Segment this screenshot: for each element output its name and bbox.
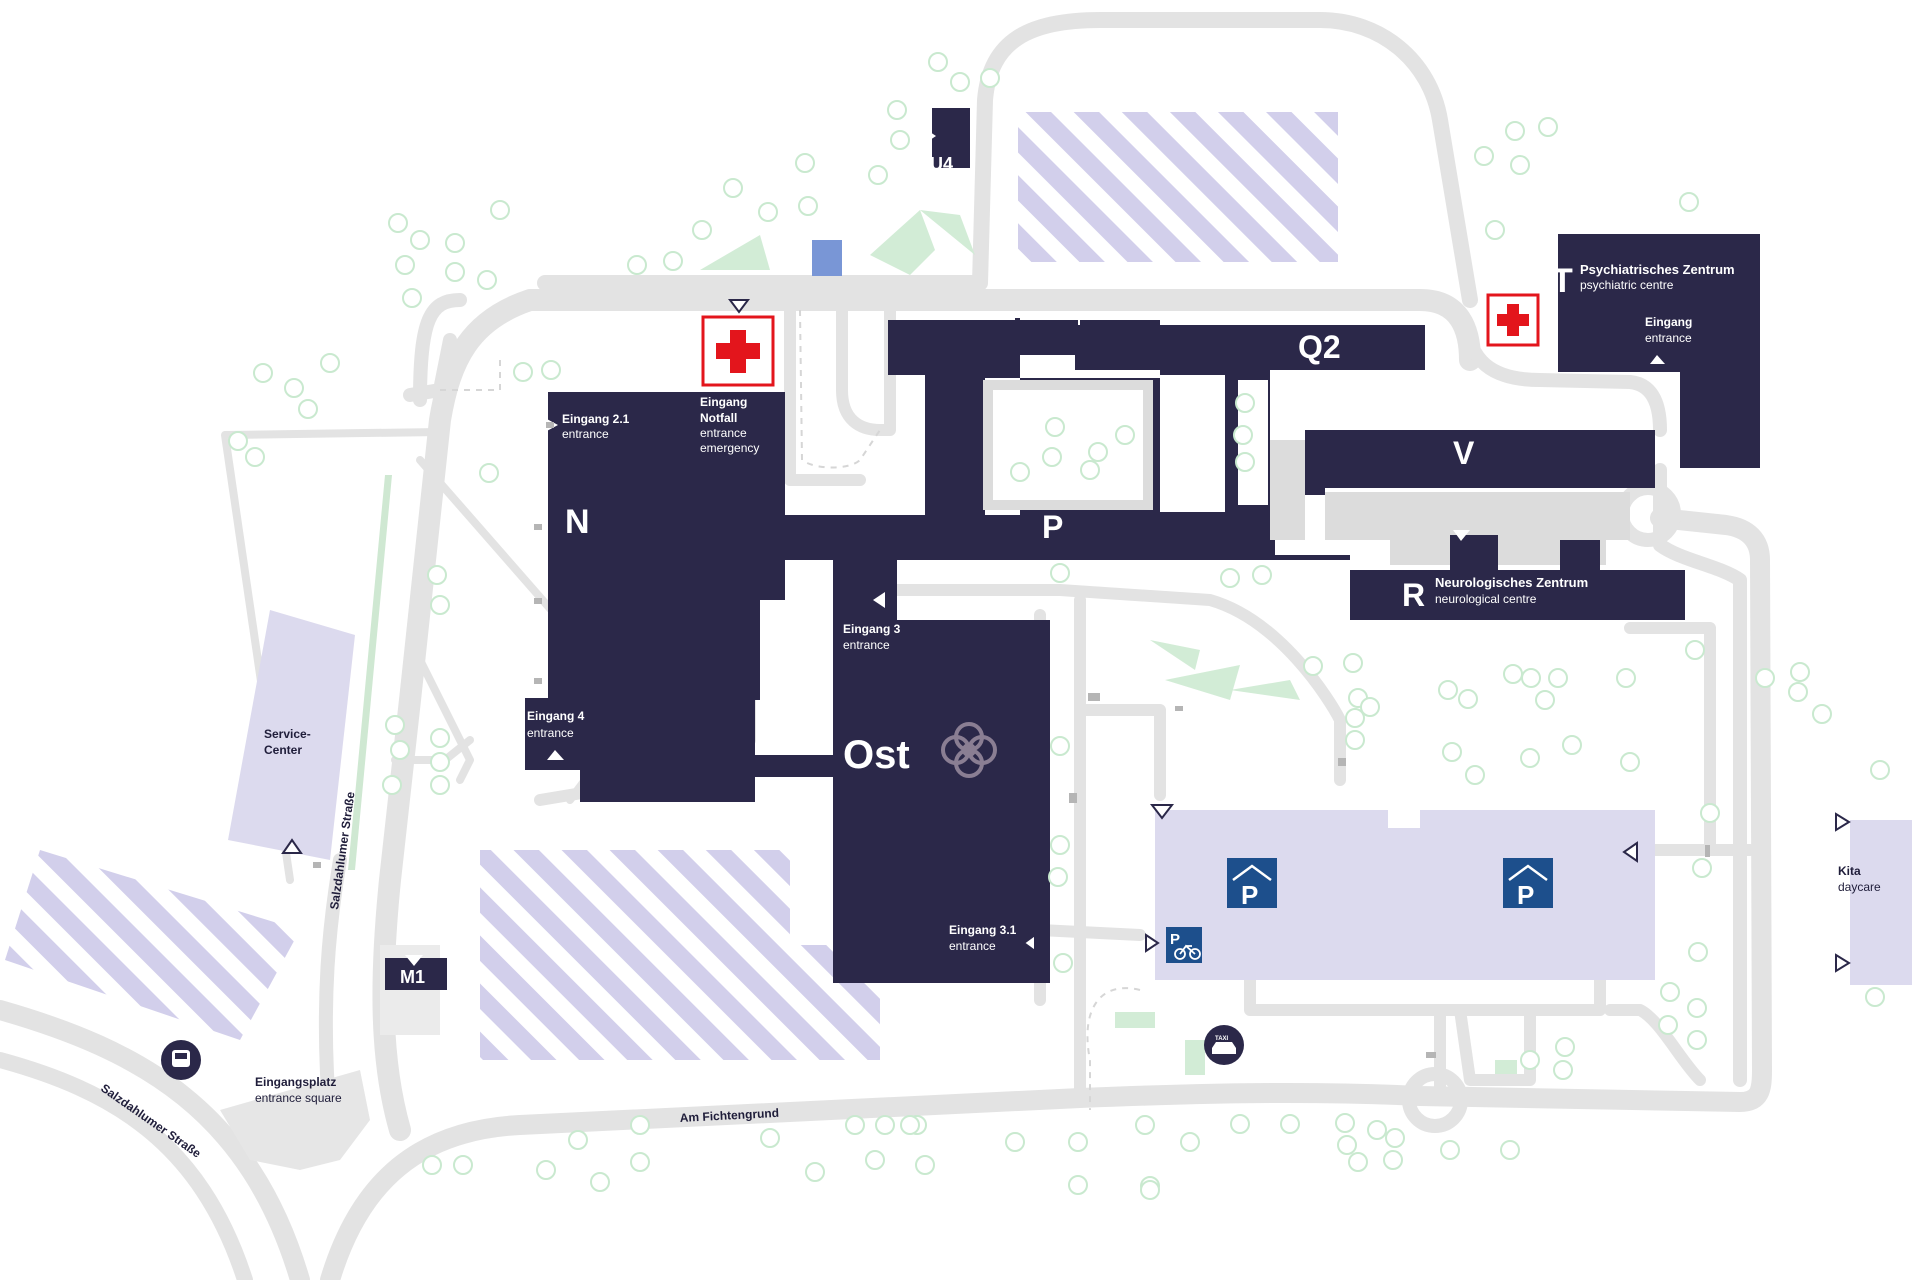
notfall-line4: emergency: [700, 441, 759, 455]
building-label-r: R: [1402, 577, 1425, 613]
arrow-up-icon: [281, 838, 303, 854]
building-n: [525, 392, 785, 802]
building-letters: N P Q Q2 V R T U4 M1 Ost: [400, 154, 1573, 987]
building-label-v: V: [1453, 435, 1475, 471]
entrance-4-subtitle: entrance: [527, 726, 574, 740]
neuro-subtitle: neurological centre: [1435, 592, 1537, 606]
building-label-n: N: [565, 503, 590, 541]
round-icons: TAXI: [161, 1025, 1244, 1080]
building-v-stub-1: [1450, 535, 1498, 570]
green-strip: [348, 475, 392, 870]
connector-n-ost: [755, 755, 835, 777]
hatch-area-west: [5, 850, 300, 1040]
building-label-p: P: [1042, 509, 1063, 545]
arrow-up-icon: [1650, 355, 1665, 364]
arrow-right-icon: [924, 128, 936, 144]
hatched-areas: [5, 112, 1338, 1060]
kita-subtitle: daycare: [1838, 880, 1881, 894]
kita-title: Kita: [1838, 864, 1861, 878]
arrow-down-icon: [728, 299, 750, 314]
courtyard-p: [983, 380, 1153, 510]
bicycle-icon: [1174, 944, 1201, 960]
entrance-square-area: [220, 1070, 370, 1170]
emergency-markers: [701, 293, 1540, 387]
building-q2: [1075, 325, 1425, 370]
parking-symbol-2: P: [1517, 880, 1534, 910]
entrance-square-subtitle: entrance square: [255, 1091, 342, 1105]
t-entrance-subtitle: entrance: [1645, 331, 1692, 345]
building-r: [1350, 570, 1685, 620]
pond-icon: [812, 240, 842, 276]
arrow-left-icon: [1022, 933, 1036, 953]
road-network: [0, 12, 1772, 1280]
neuro-title: Neurologisches Zentrum: [1435, 575, 1588, 590]
building-label-ost: Ost: [843, 733, 910, 777]
building-v-stub-2: [1560, 540, 1600, 570]
taxi-label: TAXI: [1215, 1036, 1229, 1042]
service-center-line1: Service-: [264, 727, 311, 741]
parking-symbol-1: P: [1241, 880, 1258, 910]
v-terrace: [1325, 492, 1630, 565]
entrance-labels: Psychiatrisches Zentrum psychiatric cent…: [255, 262, 1881, 1105]
service-center-line2: Center: [264, 743, 302, 757]
kita-building: [1850, 820, 1912, 985]
red-cross-icon: [716, 330, 760, 373]
entrance-arrows: [281, 128, 1851, 973]
trees: [228, 52, 1890, 1200]
building-t: [1558, 234, 1760, 468]
arrow-up-icon: [547, 750, 564, 760]
psych-subtitle: psychiatric centre: [1580, 278, 1674, 292]
crossings: [313, 422, 1710, 1058]
entrance-21-subtitle: entrance: [562, 427, 609, 441]
v-ground: [1270, 440, 1305, 540]
service-center-building: [228, 610, 355, 860]
entrance-31-subtitle: entrance: [949, 939, 996, 953]
entrance-3-subtitle: entrance: [843, 638, 890, 652]
bike-parking-symbol: P: [1170, 931, 1180, 948]
hatch-area-north: [1018, 112, 1338, 262]
entrance-square-title: Eingangsplatz: [255, 1075, 336, 1089]
entrance-21-title: Eingang 2.1: [562, 412, 630, 426]
hatch-area-south-1: [480, 850, 790, 1060]
notfall-line3: entrance: [700, 426, 747, 440]
building-label-t: T: [1552, 262, 1573, 300]
building-q-link: [1018, 320, 1078, 355]
arrow-right-icon: [1145, 933, 1160, 953]
arrow-right-icon: [1835, 953, 1851, 973]
red-cross-icon: [1497, 304, 1529, 336]
building-label-q: Q: [1162, 419, 1187, 455]
building-u4: [932, 108, 970, 168]
street-am-fichtengrund: Am Fichtengrund: [679, 1106, 779, 1125]
entrance-3-title: Eingang 3: [843, 622, 901, 636]
building-label-u4: U4: [930, 154, 953, 174]
notfall-line2: Notfall: [700, 411, 737, 425]
psych-title: Psychiatrisches Zentrum: [1580, 262, 1735, 277]
arrow-down-icon: [1149, 804, 1175, 820]
building-label-q2: Q2: [1298, 329, 1341, 365]
green-patches: [700, 210, 1517, 1075]
arrow-right-icon: [1835, 812, 1851, 832]
entrance-4-title: Eingang 4: [527, 709, 585, 723]
parking-signs: P P P: [1166, 858, 1553, 963]
notfall-line1: Eingang: [700, 395, 747, 409]
arrow-left-icon: [1622, 841, 1638, 863]
arrow-left-icon: [873, 592, 885, 608]
entrance-31-title: Eingang 3.1: [949, 923, 1017, 937]
ost-logo: [941, 722, 997, 778]
building-v: [1305, 430, 1655, 495]
building-ost: [833, 560, 1050, 983]
t-entrance-title: Eingang: [1645, 315, 1692, 329]
building-label-m1: M1: [400, 967, 425, 987]
arrow-down-icon: [1453, 530, 1470, 541]
arrow-right-icon: [1543, 316, 1555, 332]
arrow-down-icon: [405, 955, 423, 966]
